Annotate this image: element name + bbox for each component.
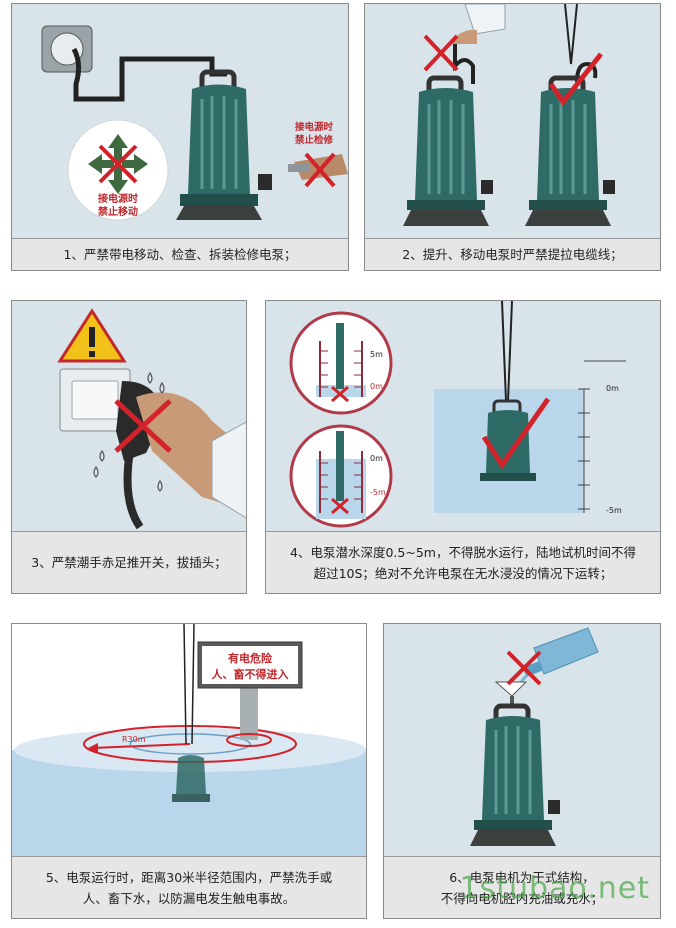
pump-in-pond bbox=[172, 755, 210, 802]
panel-3: 3、严禁潮手赤足推开关，拔插头； bbox=[11, 300, 247, 594]
warning-triangle-icon bbox=[57, 308, 127, 363]
prohibited-cross-icon bbox=[114, 399, 172, 453]
panel-6-svg bbox=[470, 627, 599, 846]
panel-3-illustration bbox=[12, 301, 246, 533]
panel-1: 接电源时 禁止移动 接电源时 禁止检修 1、严禁带电移动、检查、拆装检修电泵； bbox=[11, 3, 349, 271]
depth-ruler bbox=[578, 360, 626, 513]
sign-text-1: 有电危险 bbox=[228, 651, 273, 665]
panel-1-illustration: 接电源时 禁止移动 接电源时 禁止检修 bbox=[12, 4, 348, 240]
no-repair-label-2: 禁止检修 bbox=[294, 134, 334, 146]
funnel-icon bbox=[494, 681, 528, 697]
panel-4: 5m 0m 0m -5m bbox=[265, 300, 661, 594]
funnel-spout bbox=[510, 696, 514, 708]
outlet-face bbox=[71, 380, 119, 420]
pump-left bbox=[403, 75, 493, 226]
panel-5: R30m 有电危险 人、畜不得进入 5、电泵运行时，距离30米半径范围内，严禁洗… bbox=[11, 623, 367, 919]
sign-text-2: 人、畜不得进入 bbox=[212, 667, 289, 681]
radius-label: R30m bbox=[122, 735, 146, 744]
panel-2-caption: 2、提升、移动电泵时严禁提拉电缆线； bbox=[365, 238, 660, 270]
panel-1-svg: 接电源时 禁止移动 接电源时 禁止检修 bbox=[41, 25, 348, 221]
panel-2: 2、提升、移动电泵时严禁提拉电缆线； bbox=[364, 3, 661, 271]
depth-label-minus5m-b: -5m bbox=[370, 488, 386, 497]
panel-3-svg bbox=[57, 308, 246, 530]
prohibited-cross-icon bbox=[98, 144, 138, 184]
panel-2-svg bbox=[403, 4, 615, 226]
prohibited-cross-icon-repair bbox=[304, 152, 336, 188]
check-mark-icon bbox=[548, 52, 603, 107]
radius-arrow bbox=[91, 743, 191, 749]
caption-line-2: 人、畜下水，以防漏电发生触电事故。 bbox=[82, 890, 296, 906]
no-repair-label-1: 接电源时 bbox=[295, 121, 334, 133]
no-move-label-1: 接电源时 bbox=[98, 192, 138, 205]
pump-right bbox=[525, 75, 615, 226]
depth-label-0m: 0m bbox=[370, 382, 383, 391]
panel-5-illustration: R30m 有电危险 人、畜不得进入 bbox=[12, 624, 366, 858]
lifting-rope bbox=[564, 4, 578, 65]
panel-3-caption: 3、严禁潮手赤足推开关，拔插头； bbox=[12, 531, 246, 593]
danger-sign-face bbox=[202, 646, 298, 684]
check-mark-icon bbox=[481, 397, 551, 470]
panel-4-svg: 5m 0m 0m -5m bbox=[289, 301, 626, 528]
panel-2-illustration bbox=[365, 4, 660, 240]
panel-5-svg: R30m 有电危险 人、畜不得进入 bbox=[12, 624, 366, 858]
caption-line-1: 4、电泵潜水深度0.5~5m，不得脱水运行，陆地试机时间不得 bbox=[290, 544, 636, 560]
panel-6-caption: 6、电泵电机为干式结构， 不得向电机腔内充油或充水； bbox=[384, 856, 660, 918]
water-pump bbox=[176, 69, 272, 220]
depth-label-5m: 5m bbox=[370, 350, 383, 359]
suspension-rope bbox=[501, 301, 513, 402]
bottle-icon bbox=[522, 627, 599, 678]
watermark: 1stubao.net bbox=[459, 871, 650, 906]
caption-line-1: 6、电泵电机为干式结构， bbox=[449, 869, 595, 885]
panel-6-illustration bbox=[384, 624, 660, 858]
caption-line-2: 不得向电机腔内充油或充水； bbox=[440, 890, 604, 906]
ruler-label-0m: 0m bbox=[606, 384, 619, 393]
power-cable bbox=[71, 47, 227, 102]
no-move-label-2: 禁止移动 bbox=[97, 205, 138, 218]
shirt-cuff bbox=[211, 421, 246, 519]
prohibited-cross-icon bbox=[506, 650, 542, 686]
ruler-label-minus5m: -5m bbox=[606, 506, 622, 515]
water-pump bbox=[470, 703, 560, 846]
caption-line: 1、严禁带电移动、检查、拆装检修电泵； bbox=[63, 247, 297, 262]
cable-loose bbox=[575, 61, 598, 83]
arrow-head bbox=[88, 743, 98, 753]
ripple bbox=[129, 733, 251, 755]
panel-4-illustration: 5m 0m 0m -5m bbox=[266, 301, 660, 533]
prohibited-cross-icon bbox=[423, 34, 459, 72]
panel-5-caption: 5、电泵运行时，距离30米半径范围内，严禁洗手或 人、畜下水，以防漏电发生触电事… bbox=[12, 856, 366, 918]
sign-post bbox=[240, 682, 258, 740]
caption-line-2: 超过10S；绝对不允许电泵在无水浸没的情况下运转； bbox=[313, 565, 613, 581]
depth-check-bottom: 0m -5m bbox=[289, 424, 393, 528]
depth-label-0m-b: 0m bbox=[370, 454, 383, 463]
caption-line: 2、提升、移动电泵时严禁提拉电缆线； bbox=[402, 247, 623, 262]
panel-4-caption: 4、电泵潜水深度0.5~5m，不得脱水运行，陆地试机时间不得 超过10S；绝对不… bbox=[266, 531, 660, 593]
hand bbox=[449, 29, 477, 44]
caption-line-1: 5、电泵运行时，距离30米半径范围内，严禁洗手或 bbox=[45, 869, 333, 885]
pond-surface bbox=[14, 728, 366, 772]
water-drops-icon bbox=[93, 371, 165, 492]
post-ring bbox=[226, 733, 272, 747]
pump-rope bbox=[183, 624, 195, 745]
depth-check-top: 5m 0m bbox=[289, 311, 393, 415]
wrench-icon bbox=[288, 164, 310, 172]
plug-cable bbox=[123, 450, 144, 530]
caption-line: 3、严禁潮手赤足推开关，拔插头； bbox=[31, 555, 227, 570]
panel-1-caption: 1、严禁带电移动、检查、拆装检修电泵； bbox=[12, 238, 348, 270]
move-arrows-icon bbox=[88, 134, 148, 194]
sleeve bbox=[464, 4, 506, 35]
panel-6: 6、电泵电机为干式结构， 不得向电机腔内充油或充水； 1stubao.net bbox=[383, 623, 661, 919]
